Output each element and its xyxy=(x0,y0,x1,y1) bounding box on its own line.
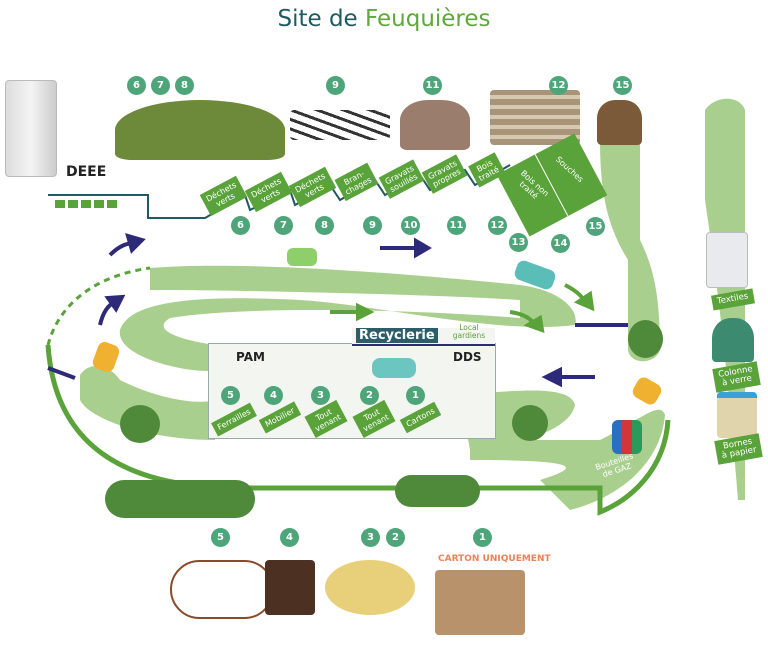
road-left-loop xyxy=(80,365,215,440)
number-badge: 2 xyxy=(360,386,379,405)
page-title: Site de Feuquières xyxy=(277,6,491,32)
tree-icon xyxy=(512,405,548,441)
number-badge: 8 xyxy=(175,76,194,95)
deee-label: DEEE xyxy=(66,164,107,180)
local-gardiens-label: Local gardiens xyxy=(452,323,486,340)
insulation-roll-image xyxy=(325,560,415,615)
number-badge: 12 xyxy=(488,216,507,235)
gas-bottles-image xyxy=(612,420,642,454)
number-badge: 9 xyxy=(363,216,382,235)
number-badge: 6 xyxy=(231,216,250,235)
number-badge: 12 xyxy=(549,76,568,95)
number-badge: 1 xyxy=(406,386,425,405)
number-badge: 3 xyxy=(361,528,380,547)
tree-icon xyxy=(120,405,160,443)
number-badge: 15 xyxy=(586,217,605,236)
hedge-icon xyxy=(395,475,480,507)
divider-line xyxy=(47,366,76,380)
recyclerie-label: Recyclerie xyxy=(356,328,438,343)
pam-label: PAM xyxy=(236,350,265,364)
armchair-image xyxy=(265,560,315,615)
quay-tag: Souches xyxy=(554,154,586,185)
rubble-image xyxy=(400,100,470,150)
pallets-image xyxy=(490,90,580,145)
paper-bin-image xyxy=(717,392,757,438)
number-badge: 8 xyxy=(315,216,334,235)
branches-image xyxy=(290,110,390,140)
recyclerie-area xyxy=(208,343,496,439)
number-badge: 4 xyxy=(280,528,299,547)
cardboard-image xyxy=(435,570,525,635)
glass-column-image xyxy=(712,318,754,362)
car-icon xyxy=(372,358,416,378)
number-badge: 14 xyxy=(551,234,570,253)
textile-container-image xyxy=(706,232,748,288)
number-badge: 11 xyxy=(447,216,466,235)
number-badge: 5 xyxy=(221,386,240,405)
number-badge: 7 xyxy=(151,76,170,95)
number-badge: 9 xyxy=(326,76,345,95)
number-badge: 5 xyxy=(211,528,230,547)
green-waste-image xyxy=(115,100,285,160)
stump-image xyxy=(597,100,642,145)
number-badge: 6 xyxy=(127,76,146,95)
deee-squares xyxy=(55,200,117,208)
number-badge: 15 xyxy=(613,76,632,95)
number-badge: 4 xyxy=(264,386,283,405)
car-icon xyxy=(287,248,317,266)
number-badge: 1 xyxy=(473,528,492,547)
carton-note: CARTON UNIQUEMENT xyxy=(438,554,551,564)
road-right-branch xyxy=(600,140,660,362)
number-badge: 3 xyxy=(311,386,330,405)
number-badge: 13 xyxy=(509,233,528,252)
dds-label: DDS xyxy=(453,350,482,364)
number-badge: 7 xyxy=(274,216,293,235)
number-badge: 11 xyxy=(423,76,442,95)
hedge-icon xyxy=(105,480,255,518)
number-badge: 10 xyxy=(401,216,420,235)
road-upper-loop xyxy=(119,265,576,371)
tree-icon xyxy=(628,320,663,358)
number-badge: 2 xyxy=(386,528,405,547)
fridge-image xyxy=(5,80,57,177)
bike-image xyxy=(170,560,274,619)
